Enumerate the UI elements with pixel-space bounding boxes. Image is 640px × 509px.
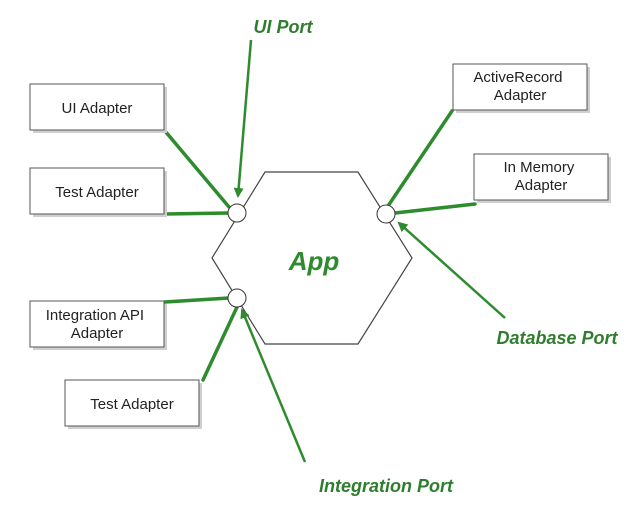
svg-text:Integration API Adapter: Integration API Adapter (46, 307, 149, 342)
ui-port-circle (227, 203, 247, 223)
integration-port-label: Integration Port (319, 476, 454, 496)
activerecord-adapter-label-line1: ActiveRecord (473, 69, 562, 86)
integration-api-adapter-box: Integration API Adapter (29, 300, 167, 350)
connector-test-adapter-bottom (201, 305, 239, 382)
connector-ui-adapter (163, 129, 231, 209)
test-adapter-bottom-label: Test Adapter (90, 396, 173, 413)
integration-api-adapter-label-line2: Adapter (71, 325, 124, 342)
integration-api-adapter-label-line1: Integration API (46, 307, 144, 324)
database-port-arrow (397, 221, 506, 319)
svg-text:ActiveRecord Adapter: ActiveRecord Adapter (473, 69, 566, 104)
svg-text:Test Adapter: Test Adapter (55, 184, 138, 201)
test-adapter-bottom-box: Test Adapter (64, 379, 202, 429)
ui-port-arrow (233, 39, 253, 198)
connector-test-adapter-top (163, 211, 231, 216)
svg-text:Test Adapter: Test Adapter (90, 396, 173, 413)
svg-text:In Memory Adapter: In Memory Adapter (503, 159, 578, 194)
in-memory-adapter-label-line1: In Memory (503, 159, 574, 176)
database-port-label: Database Port (496, 328, 618, 348)
connector-activerecord-adapter (386, 109, 454, 208)
connector-integration-api-adapter (163, 296, 231, 304)
svg-text:UI Adapter: UI Adapter (62, 100, 133, 117)
app-hexagon (211, 171, 413, 345)
activerecord-adapter-box: ActiveRecord Adapter (452, 63, 590, 113)
in-memory-adapter-box: In Memory Adapter (473, 153, 611, 203)
integration-port-circle (227, 288, 247, 308)
database-port-circle (376, 204, 396, 224)
ui-port-label: UI Port (253, 17, 313, 37)
in-memory-adapter-label-line2: Adapter (515, 177, 568, 194)
connector-in-memory-adapter (393, 202, 477, 215)
activerecord-adapter-label-line2: Adapter (494, 87, 547, 104)
ui-adapter-box: UI Adapter (29, 83, 167, 133)
test-adapter-top-label: Test Adapter (55, 184, 138, 201)
ui-adapter-label: UI Adapter (62, 100, 133, 117)
test-adapter-top-box: Test Adapter (29, 167, 167, 217)
app-label: App (288, 246, 340, 276)
integration-port-arrow (240, 308, 307, 463)
